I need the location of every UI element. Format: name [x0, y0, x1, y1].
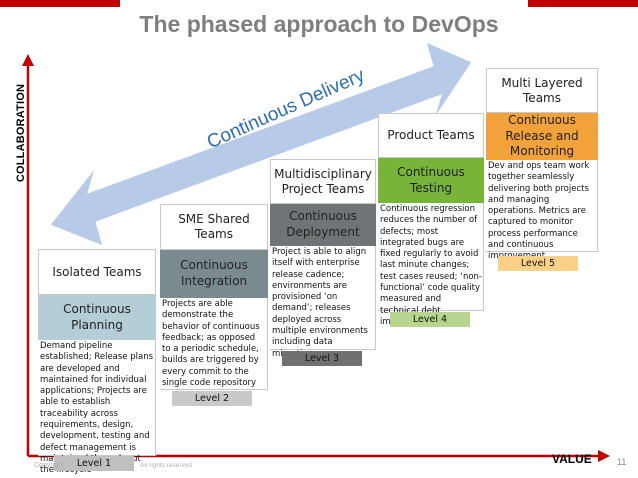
team-label: Isolated Teams — [38, 249, 156, 295]
continuous-delivery-arrow — [49, 41, 473, 247]
y-axis-arrowhead — [22, 54, 34, 66]
slide-title: The phased approach to DevOps — [139, 11, 499, 37]
team-label: SME Shared Teams — [160, 204, 268, 250]
page-number: 11 — [617, 457, 627, 467]
x-axis-label: VALUE — [552, 452, 592, 466]
level-badge: Level 2 — [172, 391, 252, 406]
x-axis-arrowhead — [598, 450, 610, 462]
level-badge: Level 3 — [282, 351, 362, 366]
phase-description: Continuous regression reduces the number… — [378, 203, 484, 327]
team-label: Multidisciplinary Project Teams — [270, 159, 376, 204]
phase-column-5: Multi Layered Teams Continuous Release a… — [486, 68, 598, 272]
footer-copyright: Copyright — [34, 462, 64, 469]
team-label: Product Teams — [378, 113, 484, 158]
phase-description: Demand pipeline established; Release pla… — [38, 340, 156, 475]
phase-label: Continuous Deployment — [270, 204, 376, 246]
level-badge: Level 1 — [54, 456, 134, 471]
y-axis-label: COLLABORATION — [15, 83, 27, 183]
phase-description: Projects are able demonstrate the behavi… — [160, 298, 268, 390]
title-accent-bar — [0, 0, 638, 7]
title-accent-right — [528, 0, 638, 7]
phase-description: Dev and ops team work together seamlessl… — [486, 160, 598, 261]
phase-label: Continuous Testing — [378, 158, 484, 203]
phase-column-1: Isolated Teams Continuous Planning Deman… — [38, 249, 156, 475]
title-accent-left — [0, 0, 120, 7]
level-badge: Level 4 — [390, 312, 470, 327]
phase-column-4: Product Teams Continuous Testing Continu… — [378, 113, 484, 329]
phase-label: Continuous Release and Monitoring — [486, 113, 598, 160]
team-label: Multi Layered Teams — [486, 68, 598, 113]
phase-label: Continuous Integration — [160, 250, 268, 298]
level-badge: Level 5 — [498, 256, 578, 271]
phase-label: Continuous Planning — [38, 295, 156, 340]
phase-column-2: SME Shared Teams Continuous Integration … — [160, 204, 268, 408]
footer-rights: All rights reserved — [140, 462, 193, 469]
phase-description: Project is able to align itself with ent… — [270, 246, 376, 359]
phase-column-3: Multidisciplinary Project Teams Continuo… — [270, 159, 376, 367]
